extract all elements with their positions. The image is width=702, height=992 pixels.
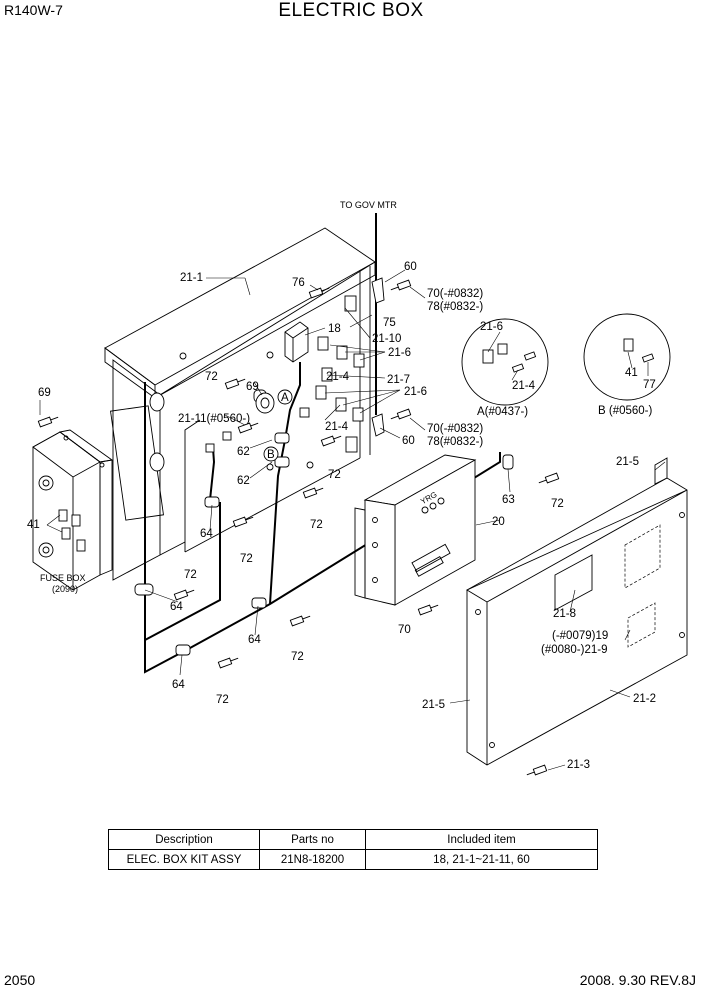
cell-included-item: 18, 21-1~21-11, 60	[365, 849, 598, 870]
label-fuse-box-number: (2090)	[52, 584, 78, 594]
label-72-d: 72	[240, 553, 253, 565]
label-69-center: 69	[246, 381, 259, 393]
label-21-8: 21-8	[553, 608, 576, 620]
label-72-b: 72	[328, 469, 341, 481]
detail-b-label-77: 77	[643, 379, 656, 391]
wire-harness	[144, 213, 501, 674]
fuse-box-2090	[32, 429, 114, 591]
leader-lines	[39, 269, 666, 771]
label-69-left: 69	[38, 387, 51, 399]
label-to-gov-mtr: TO GOV MTR	[340, 200, 397, 210]
detail-a-label-21-4: 21-4	[512, 380, 536, 392]
part-labels: TO GOV MTR 21-1 76 60 70(-#0832) 78(#083…	[27, 200, 656, 771]
label-21-3: 21-3	[567, 759, 590, 771]
cell-description: ELEC. BOX KIT ASSY	[108, 849, 260, 870]
label-72-e: 72	[184, 569, 197, 581]
label-78-mid: 78(#0832-)	[427, 436, 483, 448]
label-21-4-upper: 21-4	[326, 371, 350, 383]
label-76: 76	[292, 277, 305, 289]
label-64-a: 64	[200, 528, 213, 540]
label-21-5-bottom: 21-5	[422, 699, 445, 711]
cell-parts-no: 21N8-18200	[259, 849, 366, 870]
label-21-2: 21-2	[633, 693, 656, 705]
detail-a-label-21-6: 21-6	[480, 321, 503, 333]
label-75: 75	[383, 317, 396, 329]
label-62-upper: 62	[237, 446, 250, 458]
column-header-description: Description	[108, 829, 260, 850]
kit-assembly-table: Description Parts no Included item ELEC.…	[108, 829, 598, 870]
label-70-mid: 70(-#0832)	[427, 423, 483, 435]
column-header-included-item: Included item	[365, 829, 598, 850]
relays	[299, 295, 365, 453]
label-72-f: 72	[216, 694, 229, 706]
controller-18	[284, 321, 309, 363]
revision-date: 2008. 9.30 REV.8J	[579, 972, 696, 988]
mcu-20: YRG	[354, 454, 477, 606]
label-18: 18	[328, 323, 341, 335]
table-header-row: Description Parts no Included item	[108, 829, 598, 850]
label-64-c: 64	[172, 679, 185, 691]
label-fuse-box: FUSE BOX	[40, 573, 86, 583]
label-21-10: 21-10	[372, 333, 401, 345]
label-72-g: 72	[291, 651, 304, 663]
model-code: R140W-7	[4, 2, 63, 18]
label-20: 20	[492, 516, 505, 528]
label-21-6-lower: 21-6	[404, 386, 427, 398]
label-41: 41	[27, 519, 40, 531]
page-number: 2050	[4, 972, 36, 988]
label-78-top: 78(#0832-)	[427, 301, 483, 313]
label-72-h: 72	[551, 498, 564, 510]
detail-view-a	[461, 318, 549, 406]
label-70-bottom: 70	[398, 624, 411, 636]
label-19: (-#0079)19	[552, 630, 608, 642]
cover-21-2	[466, 457, 688, 766]
label-60-bottom: 60	[402, 435, 415, 447]
label-21-9: (#0080-)21-9	[541, 644, 607, 656]
label-21-11: 21-11(#0560-)	[178, 413, 250, 425]
spacer-69	[255, 392, 275, 414]
label-64-b: 64	[170, 601, 183, 613]
callout-b-letter: B	[267, 449, 275, 461]
label-21-6-upper: 21-6	[388, 347, 411, 359]
detail-view-b	[583, 313, 671, 401]
label-64-d: 64	[248, 634, 261, 646]
label-21-5-top: 21-5	[616, 456, 639, 468]
callout-markers	[263, 389, 293, 462]
electric-box-21-1	[104, 227, 376, 581]
label-21-4-lower: 21-4	[325, 421, 349, 433]
page-title: ELECTRIC BOX	[278, 0, 424, 21]
detail-b-label-41: 41	[625, 367, 638, 379]
label-70-top: 70(-#0832)	[427, 288, 483, 300]
label-72-a: 72	[205, 371, 218, 383]
label-21-7: 21-7	[387, 374, 410, 386]
label-21-1: 21-1	[180, 272, 203, 284]
label-63: 63	[502, 494, 515, 506]
table-row: ELEC. BOX KIT ASSY 21N8-18200 18, 21-1~2…	[108, 849, 598, 870]
label-72-c: 72	[310, 519, 323, 531]
label-60-top: 60	[404, 261, 417, 273]
callout-a-letter: A	[281, 392, 289, 404]
detail-b-caption: B (#0560-)	[598, 405, 653, 417]
bolts	[37, 279, 560, 776]
column-header-parts-no: Parts no	[259, 829, 366, 850]
label-62-lower: 62	[237, 475, 250, 487]
detail-a-caption: A(#0437-)	[477, 406, 528, 418]
